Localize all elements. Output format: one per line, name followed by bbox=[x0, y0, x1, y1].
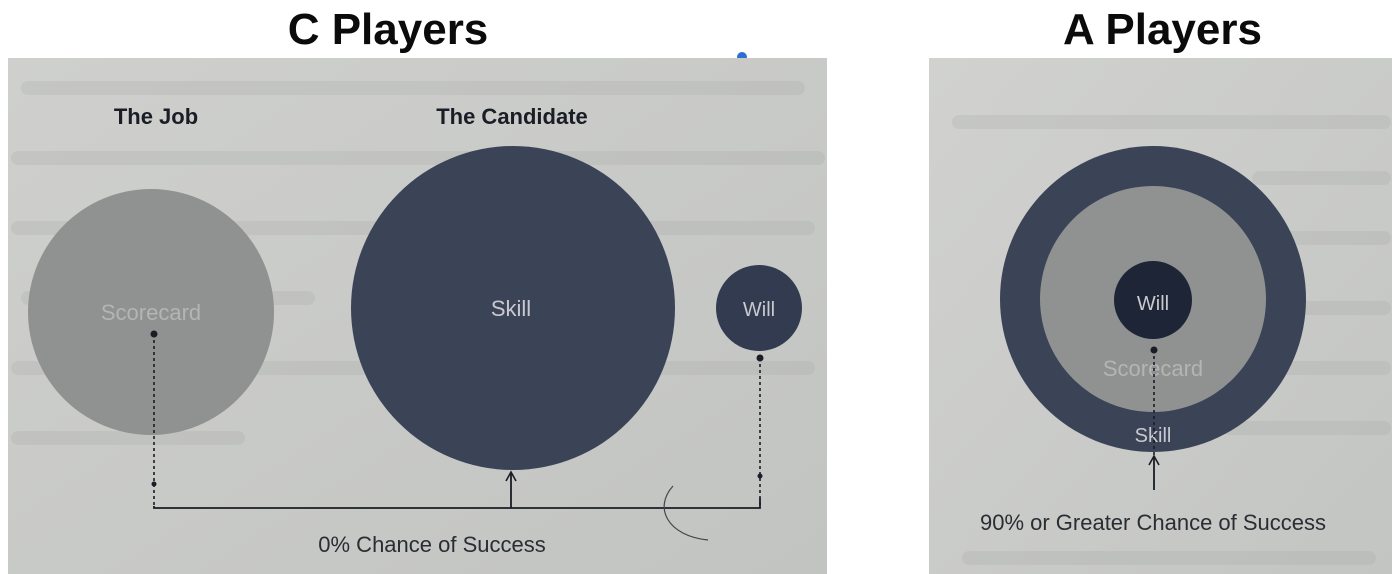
will-label: Will bbox=[1137, 293, 1169, 315]
will-tick-dot bbox=[757, 473, 763, 479]
scorecard-label: Scorecard bbox=[1103, 356, 1203, 381]
will-core bbox=[1114, 261, 1192, 339]
scorecard-circle bbox=[28, 189, 274, 435]
scorecard-label: Scorecard bbox=[101, 300, 201, 325]
will-anchor-dot bbox=[756, 354, 764, 362]
c-players-diagram: The Job The Candidate Scorecard Skill Wi… bbox=[8, 58, 827, 574]
skill-circle bbox=[351, 146, 675, 470]
will-circle bbox=[716, 265, 802, 351]
label-the-candidate: The Candidate bbox=[436, 104, 588, 129]
a-players-diagram: Will Scorecard Skill 90% or Greater Chan… bbox=[929, 58, 1392, 574]
skill-label: Skill bbox=[491, 296, 531, 321]
c-players-outcome: 0% Chance of Success bbox=[318, 532, 545, 557]
skill-label: Skill bbox=[1135, 425, 1172, 447]
scorecard-tick-dot bbox=[151, 481, 157, 487]
label-the-job: The Job bbox=[114, 104, 198, 129]
scorecard-anchor-dot bbox=[150, 330, 158, 338]
connector-lines bbox=[153, 334, 761, 541]
a-players-heading: A Players bbox=[1063, 5, 1262, 54]
anchor-dot bbox=[1150, 346, 1158, 354]
c-players-heading: C Players bbox=[287, 5, 489, 54]
selection-handle-dot[interactable] bbox=[737, 52, 747, 62]
a-players-outcome: 90% or Greater Chance of Success bbox=[980, 510, 1326, 535]
will-label: Will bbox=[743, 299, 775, 321]
connector-line bbox=[1148, 350, 1160, 490]
